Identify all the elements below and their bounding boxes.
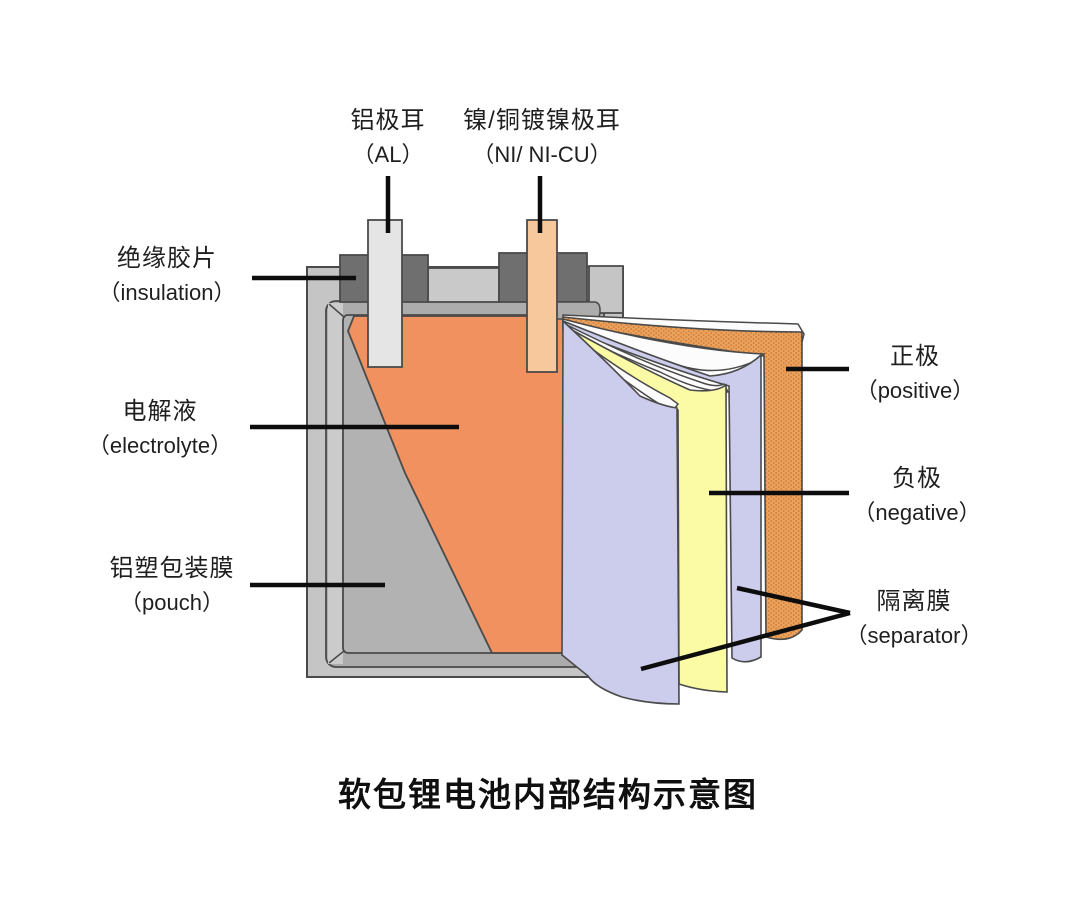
label-ni-tab: 镍/铜镀镍极耳 （NI/ NI-CU）: [463, 104, 621, 172]
frame-bevel-top-left: [328, 303, 345, 318]
label-electrolyte-en: （electrolyte）: [87, 433, 233, 458]
label-negative-en: （negative）: [853, 500, 981, 525]
leader-line-separator-lower: [640, 610, 851, 672]
label-negative-zh: 负极: [892, 465, 942, 492]
label-electrolyte-zh: 电解液: [122, 398, 198, 425]
label-pouch-en: （pouch）: [120, 590, 224, 615]
top-seal-bar: [427, 267, 500, 303]
separator-sheet-back: [562, 319, 762, 663]
label-al-tab-zh: 铝极耳: [350, 107, 426, 134]
label-al-tab: 铝极耳 （AL）: [351, 104, 426, 172]
leader-line-separator-upper: [736, 585, 851, 616]
pouch-frame-highlight: [328, 303, 343, 664]
frame-bevel-bottom-left: [328, 650, 345, 664]
label-separator-en: （separator）: [845, 623, 983, 648]
label-separator-zh: 隔离膜: [876, 588, 952, 615]
label-separator: 隔离膜 （separator）: [846, 585, 983, 653]
label-electrolyte: 电解液 （electrolyte）: [88, 395, 232, 463]
label-ni-tab-zh: 镍/铜镀镍极耳: [463, 107, 621, 134]
label-positive-en: （positive）: [855, 378, 975, 403]
label-pouch-zh: 铝塑包装膜: [109, 555, 235, 582]
aluminum-tab: [367, 219, 403, 368]
label-positive-zh: 正极: [889, 343, 940, 370]
label-insulation-en: （insulation）: [98, 280, 236, 305]
nickel-tab: [526, 219, 558, 373]
diagram-title: 软包锂电池内部结构示意图: [338, 776, 758, 813]
label-negative: 负极 （negative）: [853, 462, 980, 530]
label-al-tab-en: （AL）: [352, 142, 424, 167]
positive-electrode-sheet: [562, 316, 803, 641]
label-insulation: 绝缘胶片 （insulation）: [99, 242, 236, 310]
label-positive: 正极 （positive）: [856, 340, 975, 408]
label-ni-tab-en: （NI/ NI-CU）: [472, 142, 612, 167]
label-insulation-zh: 绝缘胶片: [116, 245, 217, 272]
separator-sheet-front: [561, 319, 680, 705]
label-pouch: 铝塑包装膜 （pouch）: [110, 552, 235, 620]
